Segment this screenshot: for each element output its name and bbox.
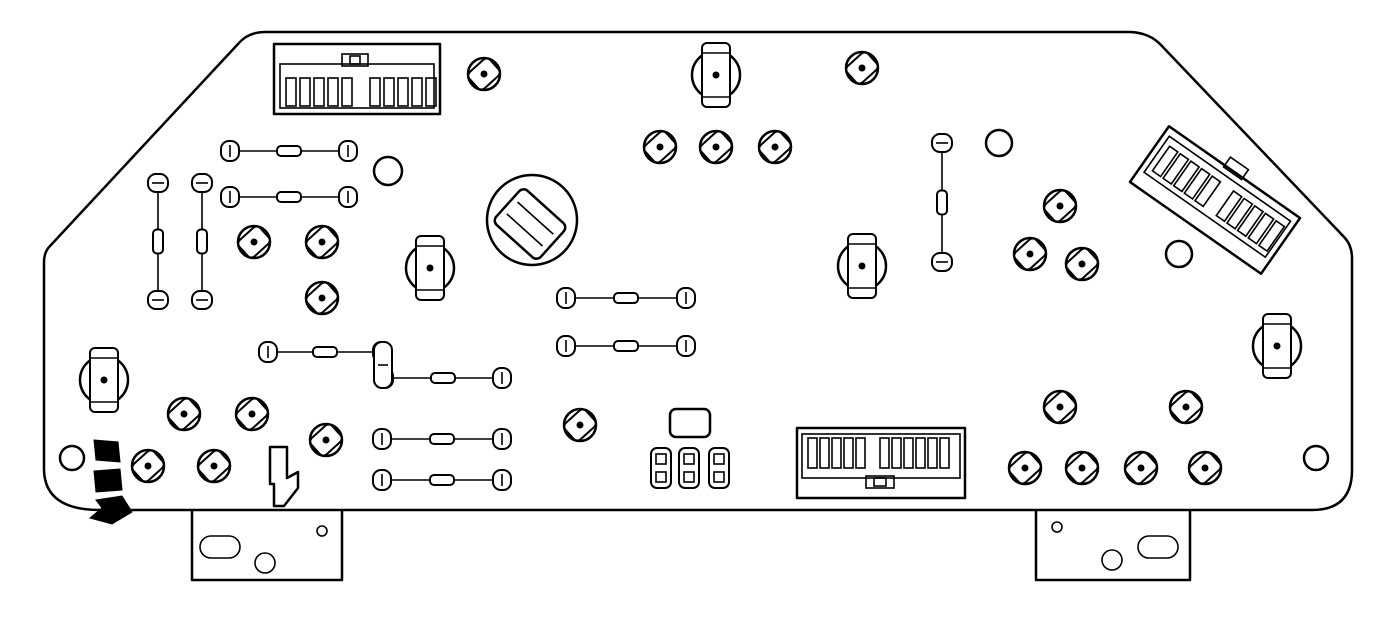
connector-top-left: [272, 42, 442, 116]
resistor: [931, 133, 953, 272]
resistor: [220, 186, 358, 208]
bulb-socket: [166, 396, 202, 432]
bulb-socket: [1123, 450, 1159, 486]
resistor: [372, 428, 512, 450]
jumper-pad: [373, 341, 393, 389]
small-component: [668, 407, 712, 439]
bulb-socket: [1064, 450, 1100, 486]
bulb-socket: [130, 448, 166, 484]
bulb-socket: [304, 280, 340, 316]
bulb-socket: [196, 448, 232, 484]
bulb-socket: [1042, 188, 1078, 224]
resistor: [191, 173, 213, 310]
bulb-socket: [1064, 246, 1100, 282]
bulb-socket: [304, 224, 340, 260]
bulb-socket: [1007, 450, 1043, 486]
bulb-socket: [562, 407, 598, 443]
resistor: [556, 335, 696, 357]
large-bulb-socket: [690, 42, 742, 108]
indicator-arrows: [88, 439, 133, 525]
double-pad: [678, 447, 700, 489]
bulb-socket: [1042, 389, 1078, 425]
mounting-tab-right: [1034, 506, 1192, 582]
mounting-tab-left: [190, 506, 344, 582]
resistor: [372, 469, 512, 491]
connector-bottom-center: [795, 426, 967, 500]
connector-right-angled: [1128, 125, 1302, 275]
bulb-socket: [466, 56, 502, 92]
bulb-socket: [234, 396, 270, 432]
bulb-socket: [1187, 450, 1223, 486]
bulb-socket: [698, 129, 734, 165]
bulb-socket: [1168, 389, 1204, 425]
bulb-socket: [642, 129, 678, 165]
double-pad: [708, 447, 730, 489]
large-bulb-socket: [78, 347, 130, 413]
bulb-socket: [308, 422, 344, 458]
bulb-socket: [1012, 236, 1048, 272]
large-bulb-socket: [1251, 313, 1303, 379]
double-pad: [650, 447, 672, 489]
bulb-socket: [757, 129, 793, 165]
resistor: [220, 140, 358, 162]
resistor: [147, 173, 169, 310]
large-bulb-socket: [836, 233, 888, 299]
bulb-socket: [844, 50, 880, 86]
mounting-holes: [58, 128, 1330, 472]
bulb-socket: [236, 224, 272, 260]
bent-terminal: [268, 445, 300, 508]
rotary-switch: [485, 173, 579, 267]
resistor: [556, 287, 696, 309]
large-bulb-socket: [404, 235, 456, 301]
board-outline: [42, 30, 1354, 512]
